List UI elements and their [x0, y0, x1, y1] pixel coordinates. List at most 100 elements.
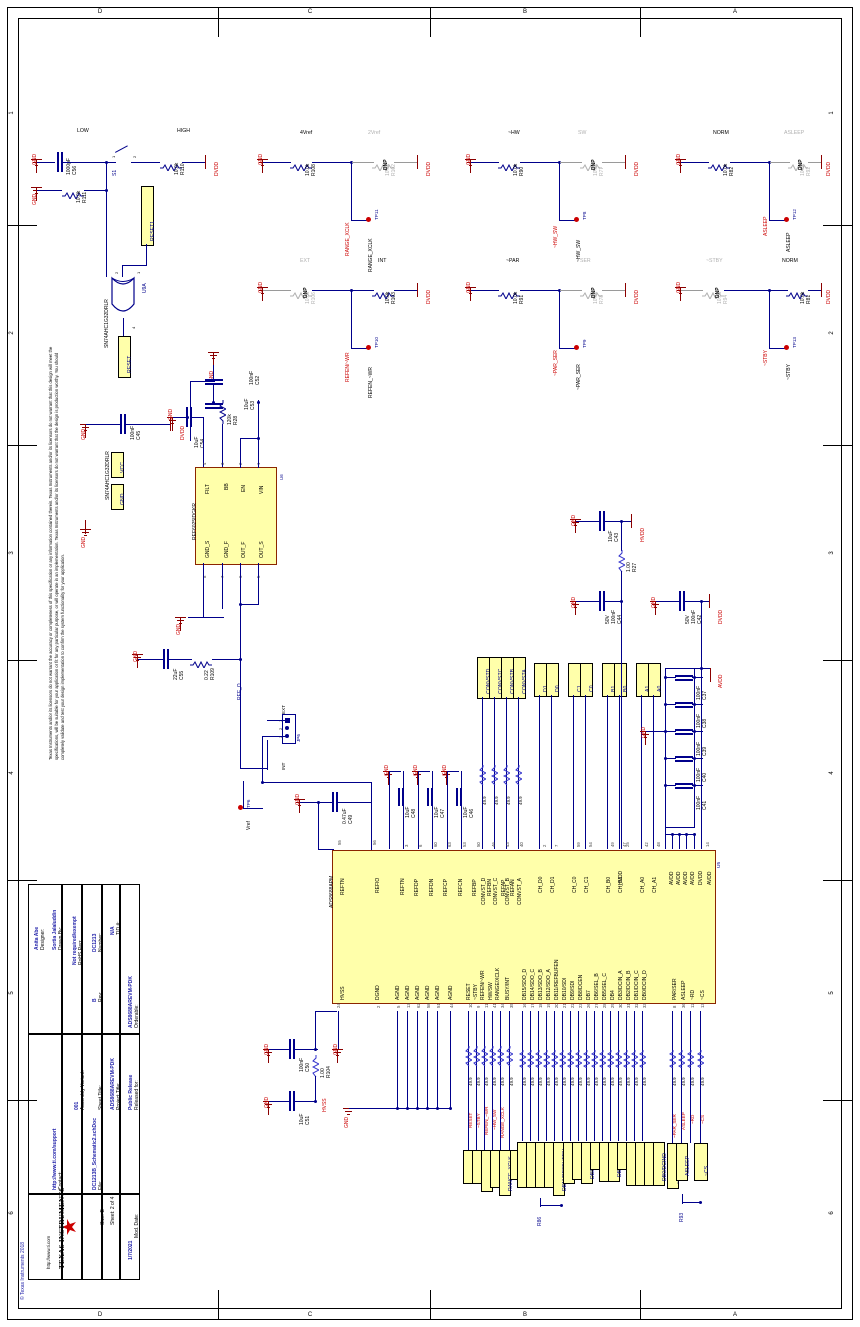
- ic-pin-convst-d: CONVST_D: [481, 877, 487, 905]
- capacitor-c44-volt: 50V: [605, 615, 611, 624]
- ic-pin-ch-c1: CH_C1: [584, 876, 590, 893]
- series-res-val: 49.9: [618, 1077, 623, 1086]
- jumper-pin-2[interactable]: [285, 726, 289, 730]
- resistor-series: [478, 765, 488, 786]
- or-gate-ref: U9A: [142, 283, 148, 293]
- ic-pin-num-29: 29: [610, 1003, 615, 1008]
- zone-label-left-2: 2: [9, 331, 15, 335]
- testpoint-tp9[interactable]: [574, 345, 579, 350]
- rohs-label: RoHS Req:: [78, 939, 84, 965]
- series-res-val: 49.9: [602, 1077, 607, 1086]
- ic-pin-num-c0: 59: [576, 842, 581, 847]
- gnd-label: GND: [676, 281, 682, 293]
- ic-pin-num-13b: 13: [700, 1003, 705, 1008]
- series-res-val: 49.9: [506, 796, 511, 805]
- size-label: Size: B: [100, 1209, 106, 1225]
- testpoint-tp10-ref: TP10: [374, 337, 379, 348]
- capacitor-c51-ref: C51: [305, 1115, 311, 1125]
- series-res-val: 49.9: [634, 1077, 639, 1086]
- ic-pin-num-60: 60: [433, 842, 438, 847]
- ic-pin-num-19: 19: [546, 1003, 551, 1008]
- series-res-val: 49.9: [700, 1077, 705, 1086]
- reg-pin-vin: VIN: [259, 485, 265, 494]
- resistor-series: [606, 1050, 616, 1069]
- series-res-val: 49.9: [468, 1077, 473, 1086]
- testpoint-tp8[interactable]: [574, 217, 579, 222]
- series-res-val: 49.9: [554, 1077, 559, 1086]
- testpoint-tp10[interactable]: [366, 345, 371, 350]
- resistor-r90-val: 10.0k: [513, 163, 519, 176]
- ic-pin-num-9: 9: [476, 1005, 481, 1008]
- ic-pin-num-24: 24: [336, 1003, 341, 1008]
- net-flag-reset1: RESET1: [141, 186, 156, 246]
- copyright-text: © Texas Instruments 2018: [20, 1241, 26, 1300]
- resistor-series: [472, 1046, 482, 1067]
- net-flag-convsta: CONVSTA: [513, 657, 528, 699]
- dnp-label: DNP: [303, 287, 309, 298]
- testpoint-tp6[interactable]: [238, 805, 243, 810]
- ic-pin-num-31: 31: [626, 1003, 631, 1008]
- or-gate-part: SN74AHC1G32DRLR: [104, 299, 110, 348]
- jumper-pin-3[interactable]: [285, 734, 289, 738]
- net-flag-asleep-bottom: ASLEEP: [676, 1143, 691, 1181]
- testpoint-tp11[interactable]: [366, 217, 371, 222]
- frame-tick: [7, 1100, 37, 1101]
- resistor-r92-ref: R92: [806, 166, 812, 176]
- capacitor-c39-val: 100nF: [696, 741, 702, 756]
- capacitor-c43-val: 10uF: [608, 530, 614, 542]
- moddate-label: Mod. Date:: [134, 1213, 140, 1238]
- gnd-label: GND: [258, 281, 264, 293]
- capacitor-c45-val: 100nF: [130, 425, 136, 440]
- ic-pin-num-a1: 48: [656, 842, 661, 847]
- sheet-title-label: Sheet Title:: [98, 1084, 104, 1110]
- net-label-cs: ~CS: [700, 1114, 705, 1124]
- resistor-r106: [290, 286, 312, 301]
- ic-pin-num-b0: 49: [610, 842, 615, 847]
- ic-pin-hvdd: HVDD: [618, 870, 624, 885]
- series-res-val: 49.9: [626, 1077, 631, 1086]
- resistor-r28-val: 120k: [227, 414, 233, 425]
- reg-pin-outf: OUT_F: [241, 541, 247, 558]
- ic-pin-db9: DB9/SDI: [570, 980, 576, 1000]
- series-res-val: 49.9: [610, 1077, 615, 1086]
- resistor-r82: [708, 158, 730, 173]
- ic-pin-num-27: 27: [594, 1003, 599, 1008]
- ic-pin-num-11: 11: [484, 1003, 489, 1008]
- resistor-series: [696, 1050, 706, 1069]
- jumper-jp6-body[interactable]: [282, 714, 296, 744]
- gnd-label: GND: [264, 1096, 270, 1108]
- testpoint-tp13[interactable]: [784, 345, 789, 350]
- ic-pin-db0: DB0/DCIN_D: [642, 970, 648, 1000]
- ic-pin-num-43: 43: [505, 842, 510, 847]
- capacitor-c39-ref: C39: [702, 746, 708, 756]
- ic-pin-avdd-45: AVDD: [683, 871, 689, 885]
- number-label: Number:: [98, 932, 104, 952]
- frame-tick: [823, 225, 853, 226]
- adc-ic-u5: [332, 850, 716, 1004]
- ic-pin-agnd-62: AGND: [415, 985, 421, 1000]
- testpoint-tp12[interactable]: [784, 217, 789, 222]
- zone-label-right-1: 1: [829, 111, 835, 115]
- low-label: LOW: [77, 128, 89, 134]
- ic-pin-refdn: REFDN: [429, 878, 435, 896]
- gnd-label: GND: [571, 596, 577, 608]
- testpoint-tp13-ref: TP13: [792, 337, 797, 348]
- resistor-r81-val: 10.0k: [800, 291, 806, 304]
- ic-pin-num-21: 21: [562, 1003, 567, 1008]
- capacitor-c55-val: 22uF: [173, 668, 179, 680]
- capacitor-c47-ref: C47: [440, 808, 446, 818]
- testpoint-tp11-ref: TP11: [374, 209, 379, 220]
- resistor-series: [490, 765, 500, 786]
- ic-pin-refcn: REFCN: [458, 878, 464, 896]
- ic-pin-num-56: 56: [372, 840, 377, 845]
- zone-label-left-6: 6: [9, 1211, 15, 1215]
- resistor-r27-val: 1.00: [626, 562, 632, 572]
- capacitor-c42-ref: C42: [697, 614, 703, 624]
- jumper-pin-1[interactable]: [285, 718, 290, 723]
- ic-pin-num-3: 3: [404, 844, 409, 847]
- resistor-series: [488, 1046, 498, 1067]
- ic-pin-num-23: 23: [578, 1003, 583, 1008]
- ic-pin-num-55: 55: [337, 840, 342, 845]
- capacitor-c42-volt: 50V: [685, 615, 691, 624]
- ic-pin-db2: DB2/DCIN_B: [626, 970, 632, 1000]
